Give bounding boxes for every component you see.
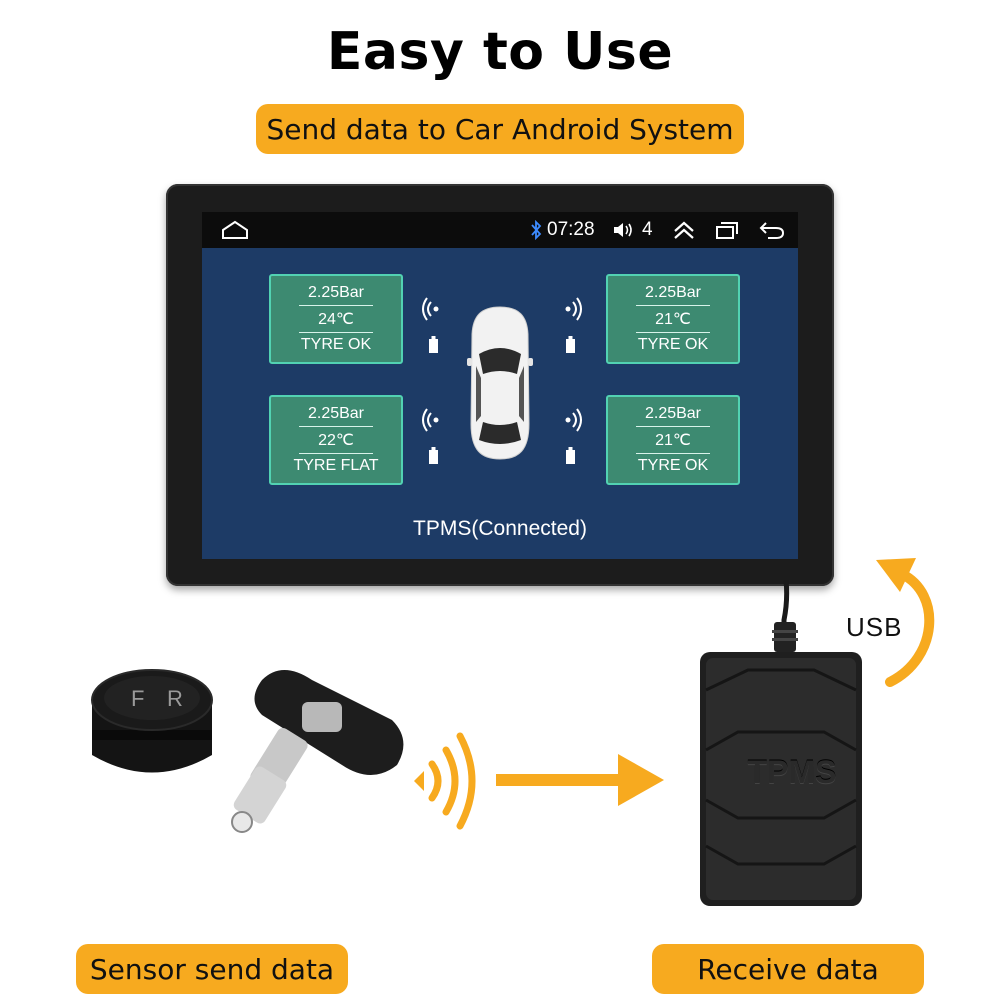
recent-apps-icon[interactable]	[714, 212, 740, 248]
tire-front-left-card: 2.25Bar 24℃ TYRE OK	[269, 274, 403, 364]
tpms-receiver	[700, 652, 862, 906]
divider	[636, 332, 710, 333]
usb-label: USB	[846, 612, 903, 642]
tire-temperature: 21℃	[655, 311, 691, 328]
arrow-right-icon	[496, 754, 664, 806]
cap-letter-right: R	[167, 686, 183, 711]
divider	[299, 305, 373, 306]
volume-icon[interactable]	[612, 212, 634, 248]
wireless-signal-icon	[414, 732, 476, 830]
usb-arrow-icon	[876, 558, 935, 687]
tire-status: TYRE OK	[637, 336, 709, 353]
signal-icon	[565, 408, 582, 464]
divider	[299, 332, 373, 333]
signal-icon	[422, 408, 439, 464]
divider	[299, 426, 373, 427]
tire-status: TYRE OK	[637, 457, 709, 474]
divider	[636, 426, 710, 427]
tire-status: TYRE OK	[300, 336, 372, 353]
divider	[636, 453, 710, 454]
page-title: Easy to Use	[326, 22, 674, 82]
tire-temperature: 24℃	[318, 311, 354, 328]
expand-icon[interactable]	[672, 212, 696, 248]
cap-sensor	[91, 669, 213, 773]
tire-pressure: 2.25Bar	[307, 284, 365, 301]
tire-rear-left-card: 2.25Bar 22℃ TYRE FLAT	[269, 395, 403, 485]
receiver-label: TPMS	[747, 754, 837, 790]
bluetooth-icon	[530, 212, 542, 248]
usb-cable	[772, 580, 798, 652]
valve-sensor	[231, 670, 404, 833]
divider	[636, 305, 710, 306]
clock-time: 07:28	[547, 219, 595, 240]
signal-icon	[422, 297, 439, 353]
divider	[299, 453, 373, 454]
tire-front-right-card: 2.25Bar 21℃ TYRE OK	[606, 274, 740, 364]
tire-pressure: 2.25Bar	[644, 284, 702, 301]
car-icon	[467, 306, 533, 460]
tire-pressure: 2.25Bar	[307, 405, 365, 422]
tire-pressure: 2.25Bar	[644, 405, 702, 422]
tire-temperature: 22℃	[318, 432, 354, 449]
tire-rear-right-card: 2.25Bar 21℃ TYRE OK	[606, 395, 740, 485]
receive-data-badge: Receive data	[652, 944, 924, 994]
sensor-send-data-badge: Sensor send data	[76, 944, 348, 994]
tire-status: TYRE FLAT	[293, 457, 379, 474]
tpms-screen: 07:28 4 2.25Bar 24℃ TYRE OK 2.25Bar 21℃ …	[202, 212, 798, 559]
signal-icon	[565, 297, 582, 353]
back-icon[interactable]	[758, 212, 786, 248]
home-icon[interactable]	[220, 212, 250, 248]
connection-status: TPMS(Connected)	[413, 517, 587, 540]
send-data-badge: Send data to Car Android System	[256, 104, 744, 154]
cap-letter-left: F	[131, 686, 145, 711]
tire-temperature: 21℃	[655, 432, 691, 449]
volume-level: 4	[642, 219, 653, 240]
status-bar: 07:28 4	[202, 212, 798, 248]
